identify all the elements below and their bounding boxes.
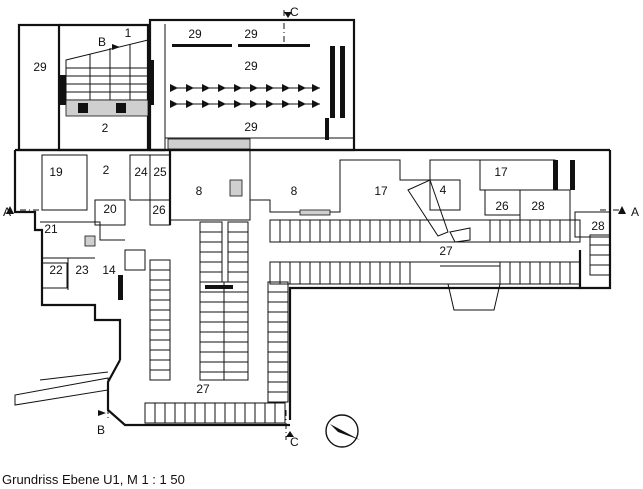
room-label: 29 <box>244 120 258 134</box>
room-label: 28 <box>591 219 605 233</box>
storage-shelving <box>167 44 345 150</box>
entry-ramp <box>14 371 109 406</box>
room-label: 19 <box>49 165 63 179</box>
room-label: 2 <box>102 121 109 135</box>
section-marker-a-right: A <box>631 205 639 219</box>
room-label: 27 <box>439 244 453 258</box>
room-label: 24 <box>134 165 148 179</box>
room-label: 29 <box>244 59 258 73</box>
parking-corridor <box>269 209 581 311</box>
room-label: 17 <box>374 184 388 198</box>
section-marker-b-bottom: B <box>97 423 105 437</box>
room-label: 26 <box>152 203 166 217</box>
room-label: 27 <box>196 382 210 396</box>
room-label: 17 <box>494 165 508 179</box>
room-labels: 1 29 29 29 29 29 2 2 19 24 25 8 8 17 4 1… <box>33 26 605 396</box>
room-label: 21 <box>44 222 58 236</box>
room-label: 29 <box>244 27 258 41</box>
room-label: 26 <box>495 199 509 213</box>
room-label: 28 <box>531 199 545 213</box>
room-label: 4 <box>440 183 447 197</box>
room-label: 14 <box>102 263 116 277</box>
room-label: 8 <box>291 184 298 198</box>
section-lines <box>6 10 626 440</box>
room-label: 1 <box>125 26 132 40</box>
room-label: 22 <box>49 263 63 277</box>
room-label: 20 <box>103 202 117 216</box>
room-label: 25 <box>153 165 167 179</box>
plan-caption: Grundriss Ebene U1, M 1 : 1 50 <box>2 472 185 487</box>
section-letters: A A B B C C <box>3 5 639 449</box>
section-marker-b-top: B <box>98 35 106 49</box>
section-marker-a-left: A <box>3 205 11 219</box>
room-label: 29 <box>188 27 202 41</box>
lower-parking-walls <box>106 221 611 427</box>
room-label: 2 <box>103 163 110 177</box>
room-label: 8 <box>196 184 203 198</box>
north-arrow-icon <box>325 414 360 448</box>
middle-band-walls <box>13 148 610 360</box>
stair-hatch <box>60 39 154 117</box>
room-label: 29 <box>33 60 47 74</box>
section-marker-c-bottom: C <box>290 435 299 449</box>
section-marker-c-top: C <box>290 5 299 19</box>
room-label: 23 <box>75 263 89 277</box>
